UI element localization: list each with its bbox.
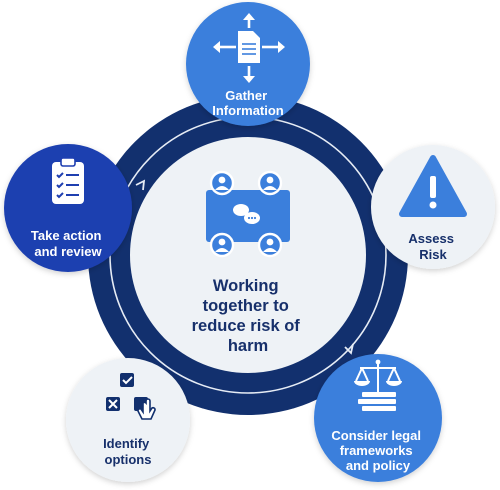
node-label-line: Assess	[408, 231, 454, 246]
step-identify-options: Identify options	[66, 358, 190, 482]
step-assess-risk: Assess Risk	[371, 145, 495, 269]
clipboard-checklist-icon	[52, 157, 84, 204]
node-label-line: frameworks	[340, 443, 413, 458]
people-meeting-icon	[206, 170, 290, 258]
center-title-line: together to	[203, 297, 289, 315]
center-disc	[130, 137, 366, 373]
node-label-line: and review	[34, 244, 102, 259]
node-label: Identify options	[103, 436, 153, 467]
node-label-line: Take action	[31, 228, 102, 243]
center-title-line: reduce risk of	[192, 317, 301, 335]
center-title: Working together to reduce risk of harm	[192, 277, 305, 355]
node-label-line: Identify	[103, 436, 150, 451]
warning-triangle-icon	[399, 155, 467, 217]
checkbox-cursor-icon	[106, 373, 156, 420]
node-label-line: Gather	[225, 88, 267, 103]
cycle-arrow-icon	[135, 179, 146, 191]
step-gather-information: Gather Information	[186, 2, 310, 126]
step-consider-legal-frameworks: Consider legal frameworks and policy	[314, 354, 442, 482]
center-title-line: Working	[213, 277, 279, 295]
node-label: Gather Information	[212, 88, 284, 118]
cycle-arrow-icon	[344, 343, 354, 355]
node-label-line: options	[105, 452, 152, 467]
node-label-line: and policy	[346, 458, 411, 473]
document-arrows-icon	[213, 13, 285, 83]
node-label-line: Risk	[419, 247, 447, 262]
step-take-action-and-review: Take action and review	[4, 144, 132, 272]
node-label-line: Information	[212, 103, 284, 118]
node-label: Assess Risk	[408, 231, 457, 262]
node-label-line: Consider legal	[331, 428, 421, 443]
node-label: Consider legal frameworks and policy	[331, 428, 424, 473]
scales-books-icon	[354, 359, 402, 411]
center-title-line: harm	[228, 337, 268, 355]
node-label: Take action and review	[31, 228, 105, 259]
